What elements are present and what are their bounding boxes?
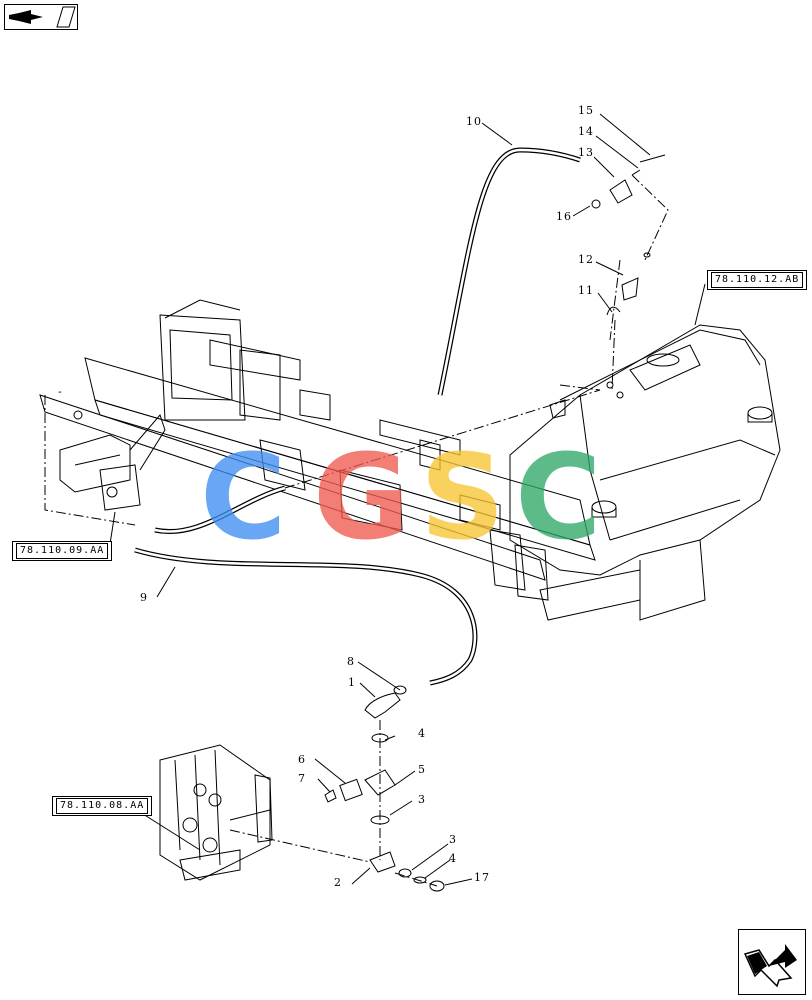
ref-label-valve-bank: 78.110.08.AA bbox=[56, 798, 149, 814]
callout-12: 12 bbox=[578, 253, 594, 266]
frame-rails bbox=[39, 299, 641, 621]
callout-4a: 4 bbox=[418, 727, 426, 740]
callout-3a: 3 bbox=[418, 793, 426, 806]
arrow-shape-icon bbox=[9, 6, 76, 28]
callout-leaders bbox=[109, 113, 706, 886]
watermark-letter-4: C bbox=[515, 428, 602, 566]
nav-back-icon[interactable] bbox=[4, 4, 78, 30]
callout-1: 1 bbox=[348, 676, 356, 689]
callout-1b: ‐ bbox=[58, 385, 63, 398]
callout-7: 7 bbox=[298, 772, 306, 785]
hose-10 bbox=[437, 147, 581, 396]
fittings-lower bbox=[324, 685, 445, 892]
callout-4b: 4 bbox=[449, 852, 457, 865]
callout-5: 5 bbox=[418, 763, 426, 776]
callout-10: 10 bbox=[466, 115, 482, 128]
callout-14: 14 bbox=[578, 125, 594, 138]
nav-forward-icon[interactable] bbox=[738, 929, 806, 995]
ref-label-fuel-tank: 78.110.12.AB bbox=[711, 272, 804, 288]
ref-link-frame[interactable]: 78.110.09.AA bbox=[12, 541, 113, 561]
callout-16: 16 bbox=[556, 210, 572, 223]
callout-11: 11 bbox=[578, 284, 594, 297]
fittings-upper bbox=[591, 154, 666, 316]
callout-6: 6 bbox=[298, 753, 306, 766]
ref-link-valve-bank[interactable]: 78.110.08.AA bbox=[52, 796, 153, 816]
ref-label-frame: 78.110.09.AA bbox=[16, 543, 109, 559]
callout-8: 8 bbox=[347, 655, 355, 668]
watermark-letter-1: C bbox=[200, 428, 287, 566]
callout-3b: 3 bbox=[449, 833, 457, 846]
callout-17: 17 bbox=[474, 871, 490, 884]
watermark-letter-3: S bbox=[420, 428, 505, 566]
callout-2: 2 bbox=[334, 876, 342, 889]
watermark-letter-2: G bbox=[313, 428, 410, 566]
ref-link-fuel-tank[interactable]: 78.110.12.AB bbox=[707, 270, 808, 290]
callout-13: 13 bbox=[578, 146, 594, 159]
assembly-lines bbox=[44, 174, 669, 887]
fuel-tank bbox=[509, 324, 781, 621]
valve-bank bbox=[159, 744, 273, 881]
callout-9: 9 bbox=[140, 591, 148, 604]
exit-arrow-icon bbox=[743, 944, 797, 988]
hose-9 bbox=[134, 547, 478, 686]
callout-15: 15 bbox=[578, 104, 594, 117]
left-bracket bbox=[59, 410, 166, 511]
